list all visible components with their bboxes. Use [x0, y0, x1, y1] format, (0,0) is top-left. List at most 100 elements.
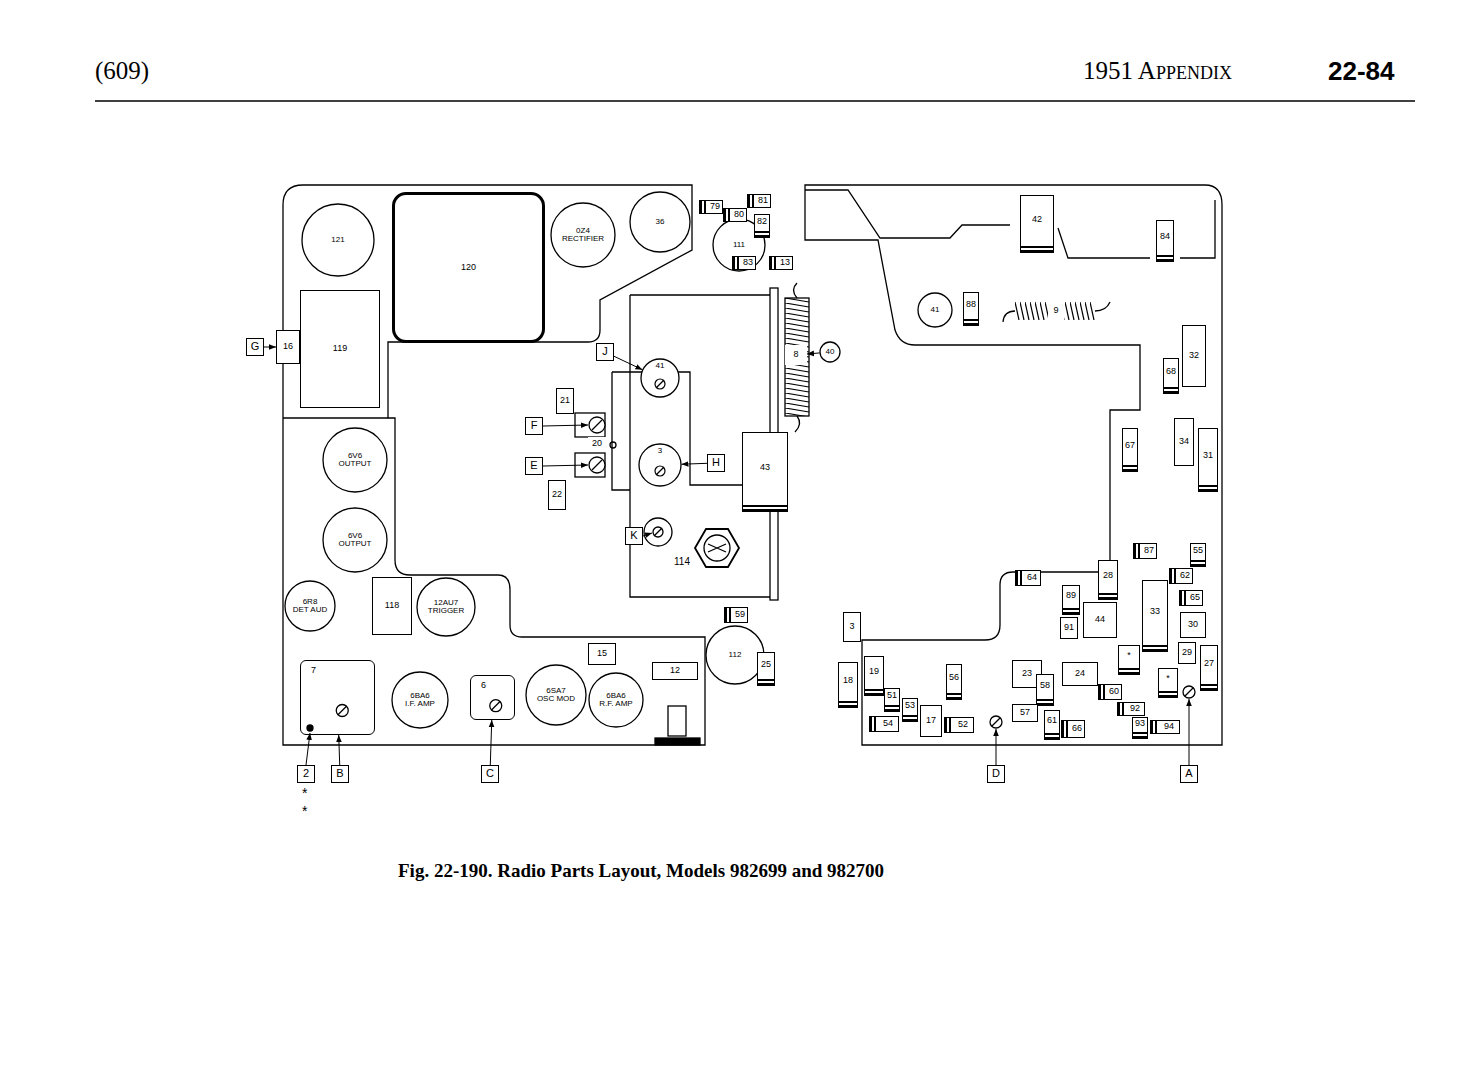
part-label: G — [251, 341, 260, 353]
part-label: 67 — [1125, 441, 1135, 450]
spring-hook — [1003, 302, 1110, 322]
part-label: 6V6 — [348, 452, 362, 460]
screw — [655, 379, 665, 389]
part-label: 9 — [1053, 306, 1058, 315]
part-label: 121 — [331, 236, 344, 244]
part-label: 6BA6 — [410, 692, 430, 700]
part-label: 54 — [883, 719, 893, 728]
knob-slot — [708, 544, 726, 552]
resistor-symbol: 61 — [1044, 710, 1060, 740]
part-label: 33 — [1150, 607, 1160, 616]
part-label: 62 — [1180, 571, 1190, 580]
part-label: 6SA7 — [546, 687, 566, 695]
screw — [471, 676, 516, 721]
part-label: 8 — [793, 350, 798, 359]
part-label: 3 — [849, 622, 854, 631]
resistor-symbol: 92 — [1117, 702, 1145, 716]
part-label: 6R8 — [303, 598, 318, 606]
part-label: 24 — [1075, 669, 1085, 678]
resistor-symbol: 56 — [946, 664, 961, 700]
left-chassis — [283, 185, 705, 745]
leader-line — [306, 733, 310, 765]
part-label: 34 — [1179, 437, 1189, 446]
part-box: 3 — [843, 612, 861, 642]
page-header: 22-84 — [1328, 56, 1395, 87]
screw-slot — [992, 718, 1000, 726]
callout-letter: F — [525, 417, 543, 435]
resistor-symbol: 65 — [1179, 590, 1202, 606]
part-circle: 121 — [301, 203, 375, 277]
trimmer-screw — [589, 457, 605, 473]
part-label: 65 — [1190, 593, 1200, 602]
part-label: 6BA6 — [606, 692, 626, 700]
part-label: 42 — [1032, 215, 1042, 224]
part-label: 22 — [552, 490, 562, 499]
knob-shaft — [704, 535, 730, 561]
part-circle: 12AU7TRIGGER — [416, 577, 476, 637]
part-label: 118 — [385, 601, 399, 610]
resistor-symbol: 87 — [1133, 543, 1157, 559]
part-box: 30 — [1180, 612, 1206, 638]
part-box: 21 — [556, 388, 574, 414]
part-label: I.F. AMP — [405, 700, 435, 708]
part-label: 23 — [1022, 669, 1032, 678]
part-label: 60 — [1109, 687, 1119, 696]
part-label: OUTPUT — [339, 460, 372, 468]
rivet — [610, 442, 616, 448]
part-label: R.F. AMP — [599, 700, 632, 708]
screw — [655, 466, 665, 476]
resistor-symbol: 42 — [1020, 195, 1054, 253]
resistor-symbol: 53 — [902, 698, 918, 722]
part-box: 34 — [1174, 418, 1194, 466]
leader-line — [543, 465, 588, 466]
part-label: 12AU7 — [434, 599, 458, 607]
resistor-symbol: 80 — [723, 208, 746, 222]
chassis-outlines — [95, 101, 1415, 745]
resistor-symbol: 18 — [838, 662, 858, 708]
part-box: 119 — [300, 290, 380, 408]
part-label: 94 — [1164, 722, 1174, 731]
resistor-symbol: 68 — [1163, 358, 1179, 394]
header-rule — [95, 100, 1415, 102]
part-label: 93 — [1135, 719, 1145, 728]
part-tag: 20 — [588, 437, 606, 451]
coil-symbol — [785, 298, 809, 416]
part-label: 80 — [734, 210, 744, 219]
resistor-symbol: 66 — [1061, 720, 1084, 738]
part-label: 82 — [757, 217, 767, 226]
part-label: 41 — [656, 362, 665, 370]
part-label: 6V6 — [348, 532, 362, 540]
resistor-symbol: 64 — [1015, 570, 1041, 586]
part-label: 6 — [481, 681, 486, 690]
callout-letter: 2 — [297, 765, 315, 783]
callout-letter: K — [625, 527, 643, 545]
part-label: 120 — [461, 263, 476, 272]
leader-arrow — [681, 463, 707, 465]
circle-outline — [630, 192, 690, 252]
part-label: 83 — [743, 258, 753, 267]
callout-letter: E — [525, 457, 543, 475]
screw — [490, 700, 502, 712]
circle-outline — [302, 204, 374, 276]
callout-letter: D — [987, 765, 1005, 783]
callout-letter: A — [1180, 765, 1198, 783]
screw-slot — [656, 380, 664, 388]
bracket-foot — [655, 738, 700, 745]
bracket-edge — [805, 190, 1010, 238]
part-label: 111 — [733, 241, 745, 249]
part-circle: 6BA6I.F. AMP — [391, 671, 449, 729]
resistor-symbol: 13 — [769, 256, 792, 270]
adjust-circle — [644, 518, 672, 546]
chassis-divider — [283, 417, 388, 418]
part-label: 66 — [1072, 724, 1082, 733]
resistor-symbol: 60 — [1098, 684, 1121, 700]
part-label: 18 — [843, 676, 853, 685]
bracket-edge — [1180, 200, 1215, 258]
circle-outline — [323, 508, 387, 572]
part-label: RECTIFIER — [562, 235, 604, 243]
mount-plate: 7 — [300, 660, 375, 735]
part-label: OUTPUT — [339, 540, 372, 548]
circle-outline — [392, 672, 448, 728]
